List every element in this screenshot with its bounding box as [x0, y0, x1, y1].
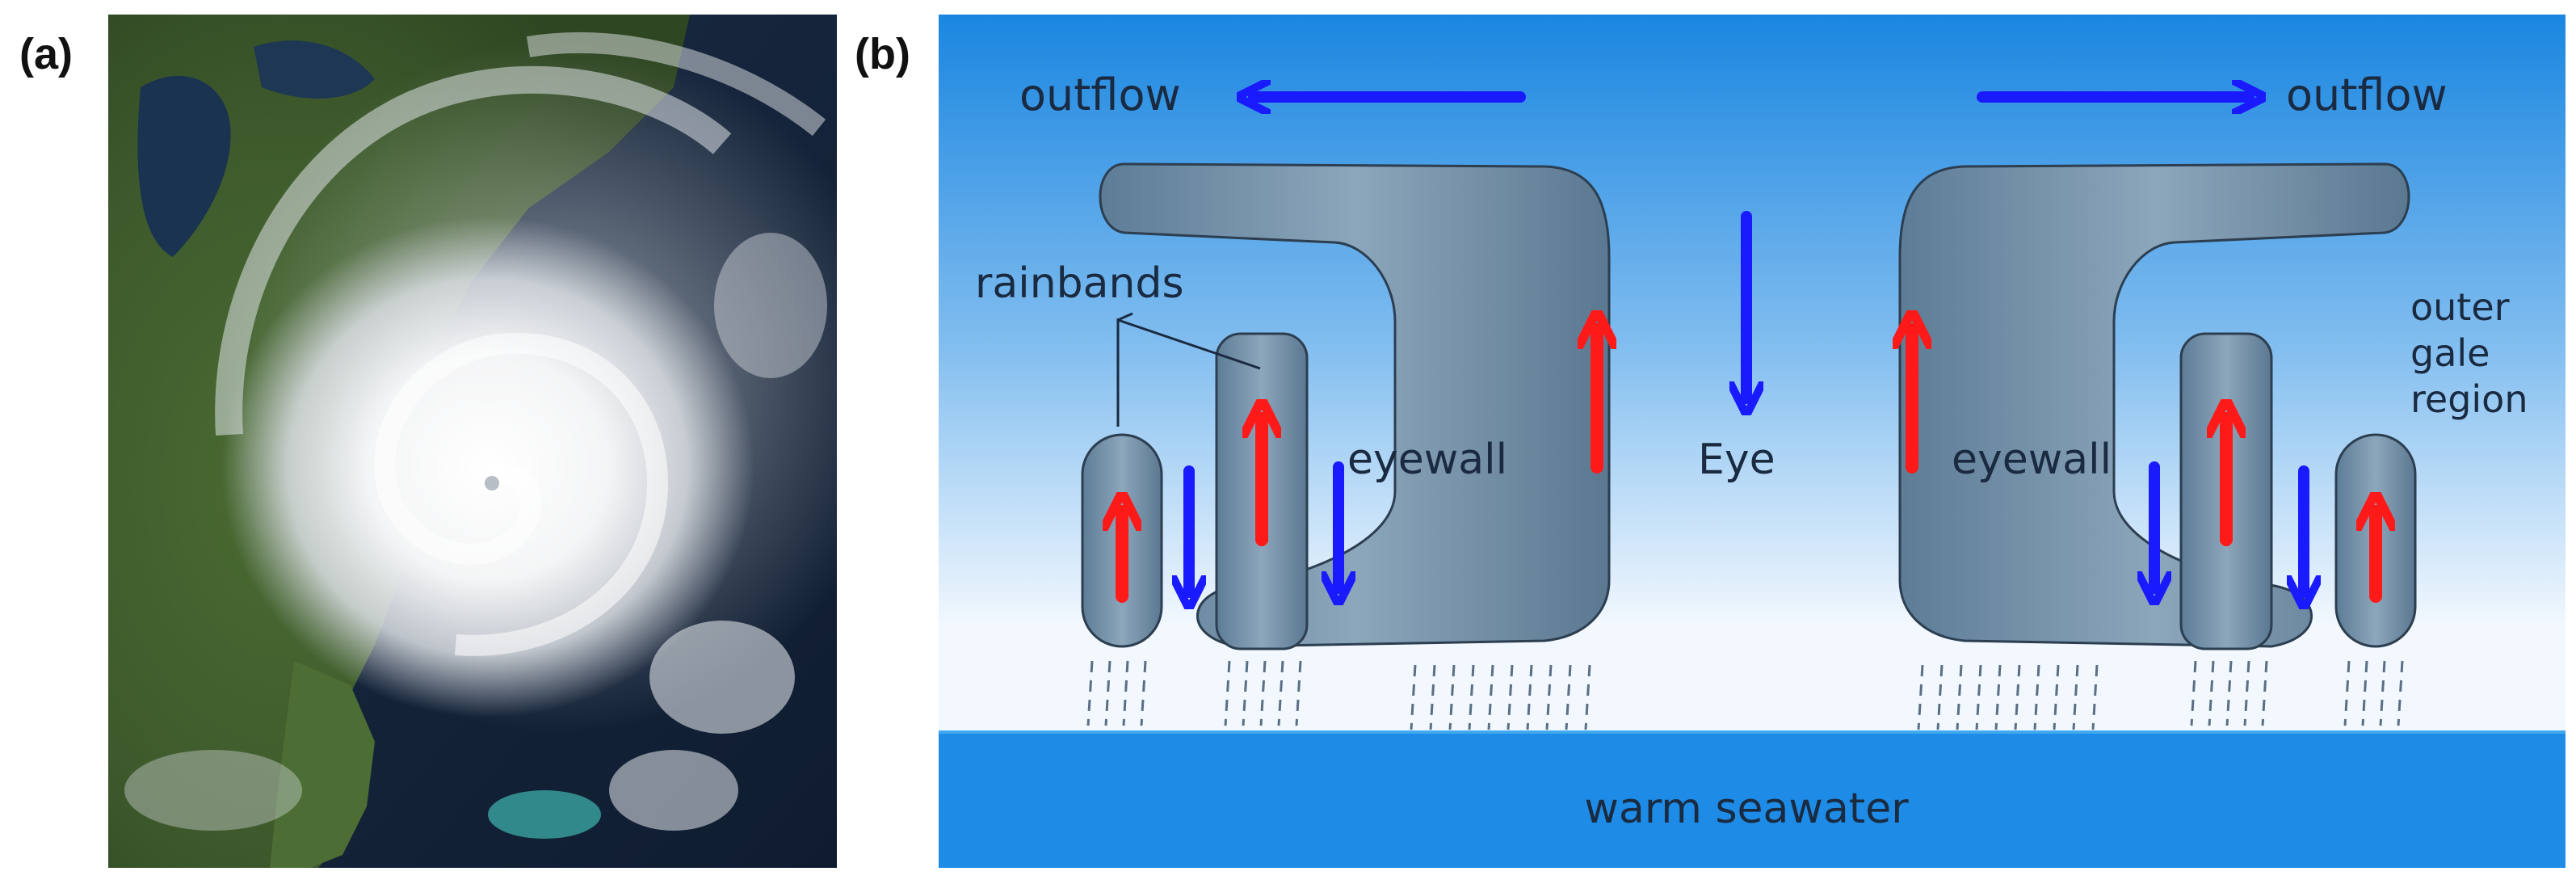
label-outflow-right: outflow — [2286, 69, 2448, 120]
label-eye: Eye — [1698, 436, 1775, 484]
label-gale: gale — [2410, 331, 2490, 375]
cloud-patch-2 — [609, 750, 738, 831]
panel-label-a: (a) — [19, 30, 73, 78]
storm-eye — [485, 476, 499, 490]
label-outflow-left: outflow — [1019, 69, 1181, 120]
label-region: region — [2410, 377, 2528, 421]
label-warm-seawater: warm seawater — [1584, 785, 1909, 833]
hurricane-structure-diagram: outflow outflow rainbands eyewall Eye ey… — [939, 15, 2565, 868]
great-lakes — [137, 75, 231, 257]
rain-streaks — [1086, 660, 2404, 730]
panel-label-b: (b) — [855, 30, 910, 78]
label-rainbands: rainbands — [975, 259, 1184, 308]
cloud-arc — [215, 65, 732, 436]
sea-surface — [939, 732, 2565, 868]
cloud-patch-1 — [649, 621, 795, 734]
label-eyewall-right: eyewall — [1952, 436, 2112, 484]
label-outer: outer — [2410, 285, 2510, 329]
florida-peninsula — [270, 661, 375, 868]
label-eyewall-left: eyewall — [1347, 436, 1507, 484]
storm-spiral — [374, 332, 669, 656]
great-lakes-2 — [254, 40, 375, 99]
cloud-arc-outer — [526, 32, 826, 137]
satellite-image — [108, 15, 837, 868]
cloud-patch-3 — [714, 233, 827, 378]
cloud-patch-4 — [124, 750, 302, 831]
rainbands-leader-lines — [1116, 312, 1261, 427]
bahamas-shallows — [488, 790, 601, 839]
